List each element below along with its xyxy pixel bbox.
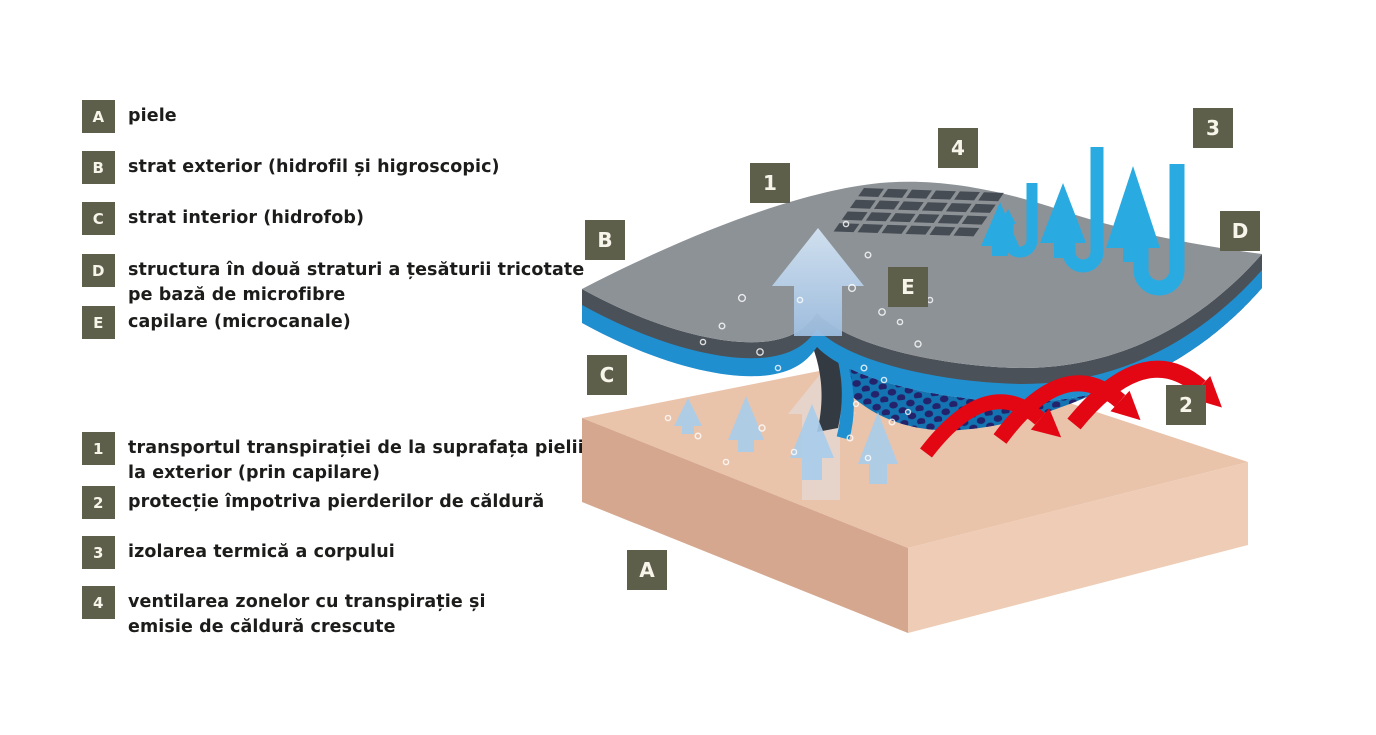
marker-A: A bbox=[627, 550, 667, 590]
marker-1: 1 bbox=[750, 163, 790, 203]
marker-D: D bbox=[1220, 211, 1260, 251]
legend-item-structura: D structura în două straturi a țesăturii… bbox=[82, 254, 584, 308]
legend-item-piele: A piele bbox=[82, 100, 177, 133]
marker-E: E bbox=[888, 267, 928, 307]
legend-label-E: capilare (microcanale) bbox=[128, 312, 351, 332]
marker-4: 4 bbox=[938, 128, 978, 168]
marker-B: B bbox=[585, 220, 625, 260]
legend-badge-A: A bbox=[82, 100, 115, 133]
moisture-droplets bbox=[664, 220, 934, 466]
legend-label-B: strat exterior (hidrofil și higroscopic) bbox=[128, 157, 500, 177]
marker-C: C bbox=[587, 355, 627, 395]
legend-item-ventilare: 4 ventilarea zonelor cu transpirație și … bbox=[82, 586, 486, 640]
legend-label-1: transportul transpirației de la suprafaț… bbox=[128, 438, 584, 483]
ventilation-arrows bbox=[981, 147, 1185, 296]
legend-item-izolare: 3 izolarea termică a corpului bbox=[82, 536, 395, 569]
legend-badge-1: 1 bbox=[82, 432, 115, 465]
legend-label-A: piele bbox=[128, 106, 177, 126]
legend-item-protectie: 2 protecție împotriva pierderilor de căl… bbox=[82, 486, 544, 519]
skin-block bbox=[582, 352, 1248, 633]
legend-badge-C: C bbox=[82, 202, 115, 235]
legend-badge-B: B bbox=[82, 151, 115, 184]
capillary-pocket bbox=[817, 288, 1262, 431]
legend-badge-3: 3 bbox=[82, 536, 115, 569]
marker-2: 2 bbox=[1166, 385, 1206, 425]
sweat-transport-arrow bbox=[772, 228, 864, 336]
legend-item-strat-exterior: B strat exterior (hidrofil și higroscopi… bbox=[82, 151, 500, 184]
legend-badge-D: D bbox=[82, 254, 115, 287]
legend-badge-E: E bbox=[82, 306, 115, 339]
legend-item-transport: 1 transportul transpirației de la supraf… bbox=[82, 432, 584, 486]
legend-label-C: strat interior (hidrofob) bbox=[128, 208, 365, 228]
legend-badge-2: 2 bbox=[82, 486, 115, 519]
marker-3: 3 bbox=[1193, 108, 1233, 148]
legend-label-3: izolarea termică a corpului bbox=[128, 542, 395, 562]
mesh-grid bbox=[833, 188, 1004, 237]
layer-inner-blue bbox=[582, 268, 1262, 402]
legend-label-2: protecție împotriva pierderilor de căldu… bbox=[128, 492, 545, 512]
legend-item-capilare: E capilare (microcanale) bbox=[82, 306, 351, 339]
sweat-arrows-small bbox=[674, 396, 898, 484]
legend-label-D: structura în două straturi a țesăturii t… bbox=[128, 260, 585, 305]
legend-label-4: ventilarea zonelor cu transpirație și em… bbox=[128, 592, 486, 637]
legend-item-strat-interior: C strat interior (hidrofob) bbox=[82, 202, 364, 235]
layer-edge-dark bbox=[582, 254, 1262, 384]
legend-badge-4: 4 bbox=[82, 586, 115, 619]
